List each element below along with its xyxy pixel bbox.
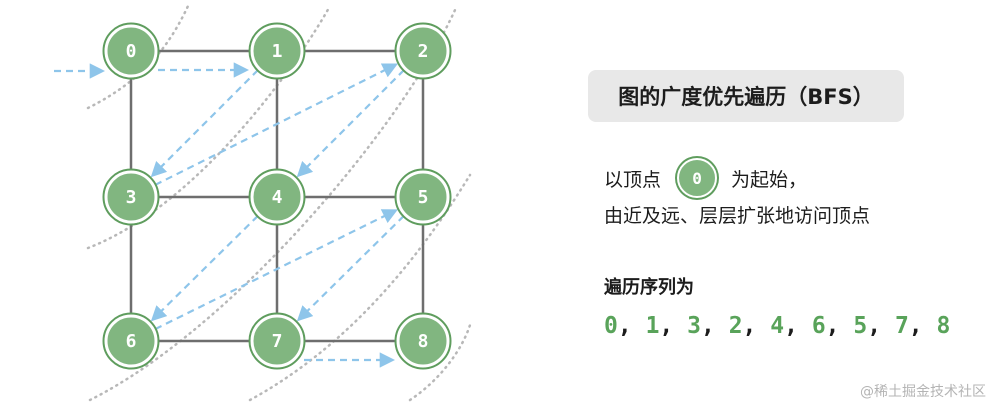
sequence-separator: ,: [825, 313, 854, 339]
traversal-arrow-1-3: [150, 69, 259, 178]
node-label: 2: [418, 41, 429, 62]
sequence-separator: ,: [617, 313, 646, 339]
graph-node-0: 0: [102, 22, 160, 80]
title-box: 图的广度优先遍历（BFS）: [588, 70, 904, 122]
panel-title: 图的广度优先遍历（BFS）: [618, 85, 874, 109]
graph-node-5: 5: [394, 168, 452, 226]
graph-node-7: 7: [248, 312, 306, 370]
layer-line-3: [248, 173, 472, 402]
traversal-arrow-5-7: [296, 215, 405, 322]
node-label: 3: [126, 187, 137, 208]
sequence-item: 4: [770, 313, 785, 339]
node-circle: [104, 24, 158, 78]
traversal-arrow-3-2: [154, 63, 399, 186]
graph-nodes: 0 1 2 3 4 5 6 7 8: [102, 22, 452, 370]
description-line-2: 由近及远、层层扩张地访问顶点: [604, 205, 871, 227]
sequence-item: 7: [894, 313, 909, 339]
traversal-arrow-4-6: [150, 215, 259, 322]
sequence-item: 1: [645, 313, 660, 339]
sequence-separator: ,: [742, 313, 771, 339]
node-circle: [396, 24, 450, 78]
sequence-separator: ,: [784, 313, 812, 339]
node-circle: [104, 314, 158, 368]
traversal-arrow-6-5: [154, 209, 398, 331]
node-label: 5: [418, 187, 429, 208]
node-ring: [102, 168, 160, 226]
description-prefix: 以顶点: [604, 168, 662, 191]
traversal-arrow-2-4: [296, 69, 405, 178]
graph-node-4: 4: [248, 168, 306, 226]
node-circle: [250, 24, 304, 78]
order-label: 遍历序列为: [604, 277, 694, 298]
node-ring: [102, 312, 160, 370]
node-label: 0: [126, 41, 137, 62]
bfs-graph-diagram: 0 1 2 3 4 5 6 7 8: [54, 4, 472, 402]
sequence-item: 3: [687, 313, 701, 339]
node-label: 8: [418, 331, 429, 352]
layer-line-4: [408, 323, 472, 402]
start-node-badge: 0: [677, 158, 718, 198]
sequence-item: 0: [604, 313, 618, 339]
node-label: 1: [272, 41, 283, 62]
node-ring: [248, 22, 306, 80]
node-label: 4: [272, 187, 283, 208]
sequence-item: 2: [728, 313, 743, 339]
sequence-separator: ,: [908, 313, 937, 339]
watermark: @稀土掘金技术社区: [860, 384, 986, 400]
node-ring: [394, 168, 452, 226]
description-line-1: 以顶点 0 为起始，: [604, 158, 807, 198]
node-circle: [104, 170, 158, 224]
node-ring: [248, 312, 306, 370]
graph-node-2: 2: [394, 22, 452, 80]
sequence-item: 6: [811, 313, 826, 339]
sequence-item: 5: [853, 313, 868, 339]
traversal-arrows: [54, 62, 405, 368]
node-circle: [396, 314, 450, 368]
node-circle: [250, 170, 304, 224]
traversal-sequence: 0, 1, 3, 2, 4, 6, 5, 7, 8: [604, 313, 950, 339]
sequence-item: 8: [936, 313, 951, 339]
node-ring: [248, 168, 306, 226]
graph-node-6: 6: [102, 312, 160, 370]
graph-node-8: 8: [394, 312, 452, 370]
sequence-separator: ,: [867, 313, 895, 339]
node-ring: [394, 22, 452, 80]
node-ring: [394, 312, 452, 370]
node-label: 6: [126, 331, 137, 352]
node-ring: [102, 22, 160, 80]
node-circle: [396, 170, 450, 224]
description-suffix: 为起始，: [731, 168, 808, 191]
graph-node-1: 1: [248, 22, 306, 80]
node-label: 7: [272, 331, 283, 352]
sequence-separator: ,: [700, 313, 729, 339]
node-circle: [250, 314, 304, 368]
sequence-separator: ,: [659, 313, 688, 339]
graph-node-3: 3: [102, 168, 160, 226]
